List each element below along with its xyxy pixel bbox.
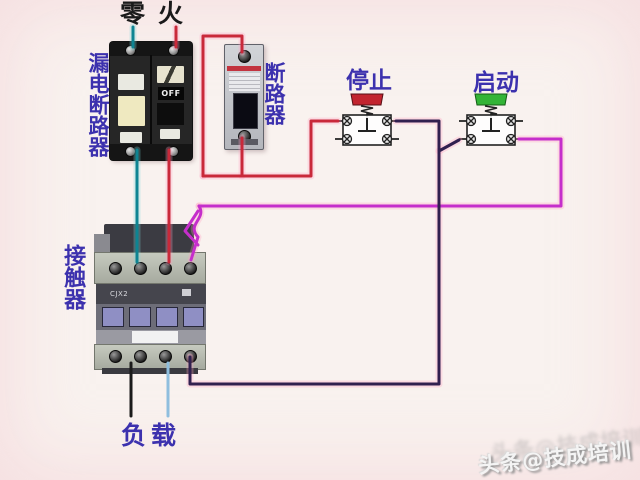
contact-window bbox=[102, 307, 124, 327]
terminal-screw bbox=[238, 50, 251, 63]
pole-divider bbox=[150, 55, 152, 145]
terminal-screw bbox=[109, 262, 122, 275]
watermark: 头条@技成培训 bbox=[477, 438, 633, 478]
terminal-screw bbox=[125, 45, 136, 56]
stop-button-symbol bbox=[331, 91, 401, 149]
leakage-breaker-device: OFF bbox=[110, 42, 192, 160]
wire-stop-to-latch bbox=[188, 119, 441, 386]
contact-window-row bbox=[96, 304, 206, 330]
leakage-breaker-bottom-terminal-bar bbox=[110, 144, 192, 160]
stop-button-cap bbox=[350, 93, 384, 106]
contactor-housing bbox=[104, 224, 194, 254]
breaker-toggle bbox=[157, 66, 184, 83]
rating-label bbox=[120, 132, 142, 143]
terminal-screw bbox=[134, 262, 147, 275]
label-live: 火 bbox=[158, 0, 184, 28]
circuit-breaker-device bbox=[224, 44, 264, 150]
off-text: OFF bbox=[158, 87, 184, 100]
contactor-feet bbox=[102, 368, 198, 374]
breaker-window bbox=[118, 74, 144, 90]
label-breaker: 断路器 bbox=[262, 62, 287, 125]
terminal-screw bbox=[125, 146, 136, 157]
terminal-screw bbox=[184, 350, 197, 363]
spec-label bbox=[229, 73, 260, 91]
contactor-white-label bbox=[132, 331, 178, 343]
terminal-screw bbox=[159, 350, 172, 363]
contactor-mount bbox=[94, 234, 110, 254]
terminal-screw bbox=[109, 350, 122, 363]
label-start: 启动 bbox=[473, 70, 519, 96]
brand-band bbox=[227, 66, 261, 71]
start-button-symbol bbox=[455, 91, 525, 149]
contact-window bbox=[129, 307, 151, 327]
plunger bbox=[482, 118, 500, 132]
terminal-screw bbox=[159, 262, 172, 275]
contact-window bbox=[156, 307, 178, 327]
leakage-breaker-top-terminal-bar bbox=[110, 42, 192, 56]
test-button bbox=[118, 96, 145, 126]
contactor-side-label bbox=[182, 289, 191, 296]
phase-labels: 零 火 bbox=[120, 0, 184, 28]
terminal-stubs bbox=[459, 120, 523, 140]
label-contactor: 接触器 bbox=[60, 244, 86, 310]
terminal-screw bbox=[134, 350, 147, 363]
breaker-rocker bbox=[157, 103, 184, 125]
contactor-model-text: CJX2 bbox=[96, 284, 206, 304]
contactor-device: CJX2 bbox=[94, 224, 210, 374]
contact-window bbox=[183, 307, 204, 327]
rating-label bbox=[160, 129, 180, 139]
terminal-screw bbox=[168, 146, 179, 157]
label-load: 负载 bbox=[121, 421, 182, 450]
label-leakage-breaker: 漏电断路器 bbox=[86, 52, 111, 157]
terminal-screw bbox=[168, 45, 179, 56]
label-stop: 停止 bbox=[346, 68, 392, 94]
toggle-window bbox=[233, 93, 258, 129]
label-neutral: 零 bbox=[120, 0, 146, 28]
terminal-screw bbox=[184, 262, 197, 275]
start-button-cap bbox=[474, 93, 508, 106]
breaker-foot bbox=[231, 139, 258, 145]
